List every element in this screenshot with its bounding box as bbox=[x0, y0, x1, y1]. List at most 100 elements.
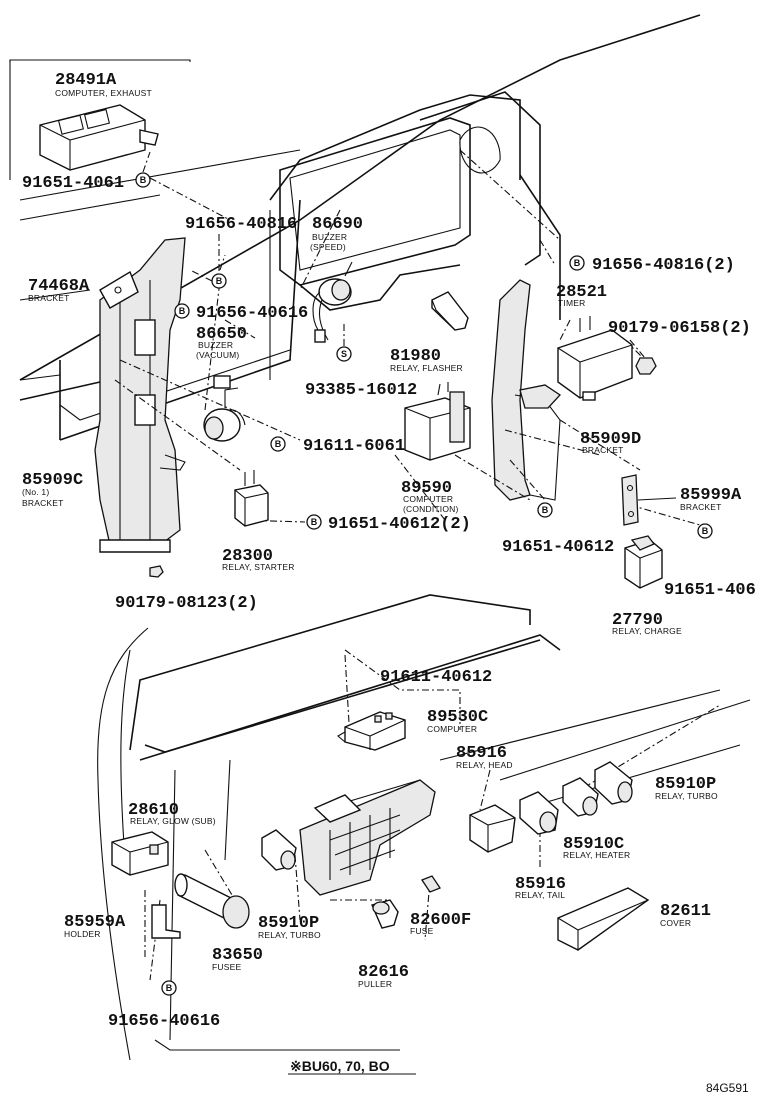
part-85910c[interactable]: 85910C RELAY, HEATER bbox=[562, 777, 630, 860]
part-86650[interactable]: 86650 BUZZER (VACUUM) bbox=[196, 325, 247, 442]
part-number-91656-40816-2: 91656-40816(2) bbox=[592, 256, 735, 275]
part-91651-40612[interactable]: B 91651-40612 bbox=[502, 502, 614, 557]
part-name-85909c-l1: (No. 1) bbox=[22, 487, 49, 497]
part-number-91651-40612: 91651-40612 bbox=[502, 538, 614, 557]
part-85910p-left[interactable]: 85910P RELAY, TURBO bbox=[258, 829, 321, 940]
part-name-82611: COVER bbox=[660, 918, 691, 928]
part-number-91656-40816: 91656-40816 bbox=[185, 215, 297, 234]
b-marker-icon: B bbox=[135, 172, 151, 188]
part-name-28521: TIMER bbox=[558, 298, 585, 308]
svg-text:B: B bbox=[702, 526, 709, 536]
part-name-85910p-left: RELAY, TURBO bbox=[258, 930, 321, 940]
part-number-82616: 82616 bbox=[358, 963, 409, 982]
part-name-89590-l1: COMPUTER bbox=[403, 494, 453, 504]
part-name-74468a: BRACKET bbox=[28, 293, 70, 303]
part-name-85959a: HOLDER bbox=[64, 929, 101, 939]
part-85910p-right[interactable]: 85910P RELAY, TURBO bbox=[594, 761, 718, 805]
part-85999a[interactable]: 85999A BRACKET bbox=[621, 474, 742, 526]
lower-structure bbox=[97, 594, 751, 1061]
svg-text:S: S bbox=[341, 349, 347, 359]
part-82600f[interactable]: 82600F FUSE bbox=[410, 875, 471, 936]
part-name-85916-tail: RELAY, TAIL bbox=[515, 890, 565, 900]
part-28521[interactable]: 28521 TIMER bbox=[556, 283, 633, 401]
part-86690[interactable]: 86690 BUZZER (SPEED) bbox=[310, 215, 363, 343]
part-89590[interactable]: 89590 COMPUTER (CONDITION) bbox=[401, 382, 471, 514]
part-name-85916-head: RELAY, HEAD bbox=[456, 760, 513, 770]
part-number-90179-06158: 90179-06158(2) bbox=[608, 319, 751, 338]
svg-text:B: B bbox=[179, 306, 186, 316]
part-number-90179-08123: 90179-08123(2) bbox=[115, 594, 258, 613]
part-number-83650: 83650 bbox=[212, 946, 263, 965]
b-marker-icon: B bbox=[697, 523, 713, 539]
part-number-85999a: 85999A bbox=[680, 486, 742, 505]
part-82616[interactable]: 82616 PULLER bbox=[358, 899, 409, 989]
part-number-85916-tail: 85916 bbox=[515, 875, 566, 894]
part-name-89530c: COMPUTER bbox=[427, 724, 477, 734]
part-28491a[interactable]: 28491A COMPUTER, EXHAUST bbox=[39, 71, 159, 171]
part-85916-head[interactable]: 85916 RELAY, HEAD bbox=[456, 744, 516, 853]
part-number-81980: 81980 bbox=[390, 347, 441, 366]
part-85959a[interactable]: 85959A HOLDER bbox=[64, 904, 181, 939]
part-name-82600f: FUSE bbox=[410, 926, 434, 936]
part-name-85910c: RELAY, HEATER bbox=[563, 850, 630, 860]
b-marker-icon: B bbox=[211, 273, 227, 289]
part-85909c[interactable]: 85909C (No. 1) BRACKET bbox=[22, 471, 83, 508]
part-91651-4061-top[interactable]: 91651-4061 B bbox=[22, 151, 151, 193]
part-91656-40616-bottom[interactable]: B 91656-40616 bbox=[108, 980, 220, 1031]
part-number-85910p-right: 85910P bbox=[655, 775, 716, 794]
part-name-83650: FUSEE bbox=[212, 962, 241, 972]
part-91656-40816[interactable]: 91656-40816 B bbox=[185, 215, 297, 289]
part-number-82600f: 82600F bbox=[410, 911, 471, 930]
part-83650[interactable]: 83650 FUSEE bbox=[174, 873, 263, 972]
part-name-28491a: COMPUTER, EXHAUST bbox=[55, 88, 152, 98]
part-85916-tail[interactable]: 85916 RELAY, TAIL bbox=[515, 791, 566, 900]
part-number-28491a: 28491A bbox=[55, 71, 117, 90]
svg-text:B: B bbox=[140, 175, 147, 185]
b-marker-icon: B bbox=[306, 514, 322, 530]
svg-text:B: B bbox=[542, 505, 549, 515]
part-number-91611-6061: 91611-6061 bbox=[303, 437, 405, 456]
part-91611-40612[interactable]: 91611-40612 bbox=[380, 668, 492, 687]
part-number-85909d: 85909D bbox=[580, 430, 641, 449]
part-number-91651-40612-2: 91651-40612(2) bbox=[328, 515, 471, 534]
part-number-93385-16012: 93385-16012 bbox=[305, 381, 417, 400]
part-81980[interactable]: 81980 RELAY, FLASHER bbox=[390, 291, 469, 373]
part-74468a[interactable]: 74468A BRACKET bbox=[28, 270, 139, 309]
part-name-28610: RELAY, GLOW (SUB) bbox=[130, 816, 216, 826]
part-85909d[interactable]: 85909D BRACKET bbox=[580, 430, 641, 455]
part-90179-08123[interactable]: 90179-08123(2) bbox=[115, 565, 258, 613]
part-91656-40616[interactable]: B 91656-40616 bbox=[174, 303, 308, 323]
part-27790[interactable]: 27790 RELAY, CHARGE bbox=[612, 535, 682, 636]
part-91651-40612-2[interactable]: B 91651-40612(2) bbox=[306, 514, 471, 534]
part-number-85959a: 85959A bbox=[64, 913, 126, 932]
part-name-85909d: BRACKET bbox=[582, 445, 624, 455]
part-name-86650-l1: BUZZER bbox=[198, 340, 233, 350]
b-marker-icon: B bbox=[174, 303, 190, 319]
part-number-91656-40616-bottom: 91656-40616 bbox=[108, 1012, 220, 1031]
svg-text:B: B bbox=[216, 276, 223, 286]
part-number-27790: 27790 bbox=[612, 611, 663, 630]
part-number-74468a: 74468A bbox=[28, 277, 90, 296]
part-name-85910p-right: RELAY, TURBO bbox=[655, 791, 718, 801]
b-marker-icon: B bbox=[270, 436, 286, 452]
part-91651-406[interactable]: B 91651-406 bbox=[664, 523, 756, 600]
part-93385-16012[interactable]: S 93385-16012 bbox=[305, 322, 417, 400]
b-marker-icon: B bbox=[569, 255, 585, 271]
dashboard-structure bbox=[9, 14, 701, 553]
model-footnote: ※BU60, 70, BO bbox=[290, 1058, 390, 1074]
part-82611[interactable]: 82611 COVER bbox=[557, 887, 711, 951]
part-89530c[interactable]: 89530C COMPUTER bbox=[337, 708, 488, 751]
part-name-27790: RELAY, CHARGE bbox=[612, 626, 682, 636]
part-28300[interactable]: 28300 RELAY, STARTER bbox=[222, 470, 295, 572]
part-number-85909c: 85909C bbox=[22, 471, 83, 490]
diagram-code: 84G591 bbox=[706, 1081, 749, 1095]
part-name-86690-l2: (SPEED) bbox=[310, 242, 346, 252]
part-number-91656-40616: 91656-40616 bbox=[196, 304, 308, 323]
b-marker-icon: B bbox=[161, 980, 177, 996]
part-91656-40816-2[interactable]: B 91656-40816(2) bbox=[569, 255, 735, 275]
part-91611-6061[interactable]: B 91611-6061 bbox=[270, 436, 405, 456]
part-number-91611-40612: 91611-40612 bbox=[380, 668, 492, 687]
part-90179-06158[interactable]: 90179-06158(2) bbox=[608, 319, 751, 375]
part-28610[interactable]: 28610 RELAY, GLOW (SUB) bbox=[111, 801, 216, 876]
